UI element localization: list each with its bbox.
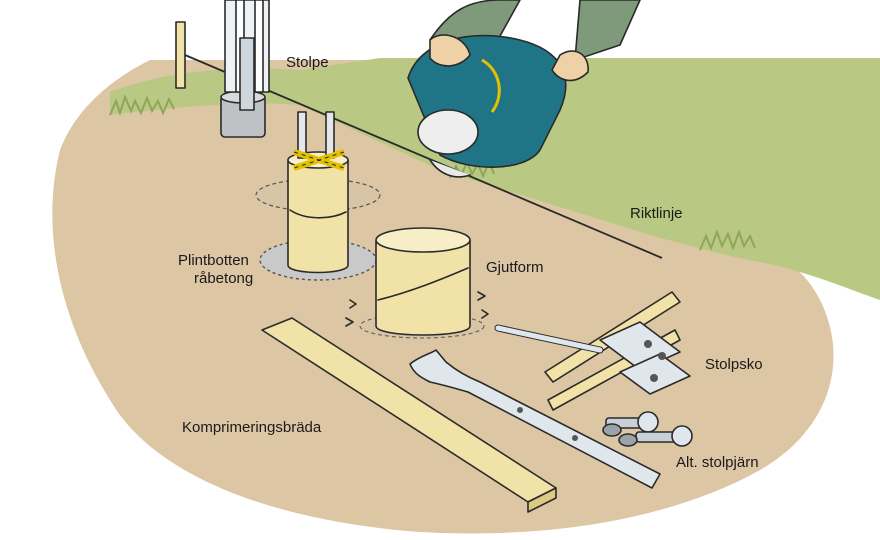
- post-shoe: [494, 291, 691, 411]
- formwork-tube: [345, 227, 489, 339]
- guide-stake: [175, 21, 186, 89]
- plinth-base: [255, 111, 381, 281]
- label-stolpe: Stolpe: [286, 54, 329, 71]
- compaction-board: [261, 317, 557, 513]
- alt-post-iron: [409, 349, 693, 489]
- label-gjutform: Gjutform: [486, 259, 544, 276]
- grass-area: [110, 58, 880, 300]
- label-komprimeringsbrada: Komprimeringsbräda: [182, 419, 322, 436]
- label-plintbotten-2: råbetong: [194, 270, 253, 287]
- label-plintbotten-1: Plintbotten: [178, 252, 249, 269]
- label-riktlinje: Riktlinje: [630, 205, 683, 222]
- label-alt-stolpjarn: Alt. stolpjärn: [676, 454, 759, 471]
- label-stolpsko: Stolpsko: [705, 356, 763, 373]
- bucket-pouring: [407, 0, 641, 178]
- post-assembly: [220, 0, 270, 138]
